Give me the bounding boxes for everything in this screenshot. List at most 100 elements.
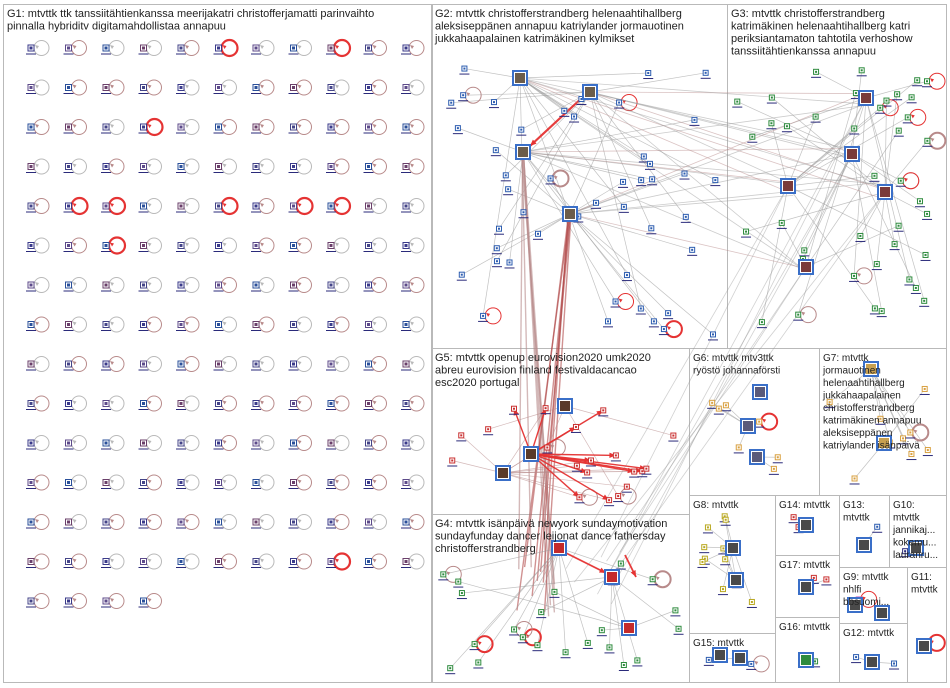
node-fill xyxy=(217,204,220,208)
group-label-line: G15: mtvttk xyxy=(693,638,745,649)
self-loop-arrow xyxy=(147,361,152,365)
graph-edge xyxy=(569,195,794,215)
self-loop-edge xyxy=(408,158,425,175)
self-loop-edge xyxy=(371,514,387,530)
self-loop-edge xyxy=(296,40,312,56)
self-loop-arrow xyxy=(35,519,39,523)
self-loop-edge xyxy=(33,198,50,214)
graph-edge xyxy=(521,151,532,568)
self-loop-edge xyxy=(71,277,87,293)
graph-edge xyxy=(519,72,649,79)
self-loop-edge xyxy=(333,356,350,372)
self-loop-edge xyxy=(408,435,425,451)
node-fill xyxy=(67,520,70,524)
node-fill xyxy=(367,244,370,247)
node-fill xyxy=(513,628,516,631)
node-fill xyxy=(404,165,408,168)
self-loop-edge xyxy=(108,40,125,56)
self-loop-edge xyxy=(146,277,162,293)
self-loop-arrow xyxy=(72,84,77,89)
node-fill xyxy=(770,96,773,99)
graph-edge xyxy=(853,97,867,276)
self-loop-arrow xyxy=(110,558,114,563)
node-fill xyxy=(904,550,907,553)
node-fill xyxy=(456,127,459,130)
self-loop-arrow xyxy=(110,598,114,602)
node-fill xyxy=(404,441,408,445)
group-label-line: G5: mtvttk openup eurovision2020 umk2020 xyxy=(435,352,651,364)
self-loop-arrow xyxy=(410,440,414,444)
self-loop-arrow xyxy=(260,282,264,286)
node-fill xyxy=(575,464,578,467)
self-loop-edge xyxy=(33,553,50,570)
node-fill xyxy=(893,662,896,665)
graph-edge xyxy=(541,576,613,613)
self-loop-edge xyxy=(71,158,87,175)
self-loop-edge xyxy=(183,79,200,96)
self-loop-edge xyxy=(71,553,87,570)
node-fill xyxy=(803,249,806,252)
node-fill xyxy=(217,46,220,50)
node-fill xyxy=(577,215,580,218)
self-loop-edge xyxy=(33,158,50,175)
node-fill xyxy=(711,333,714,336)
graph-edge xyxy=(870,368,929,451)
self-loop-arrow xyxy=(222,84,227,89)
self-loop-arrow xyxy=(222,124,227,128)
self-loop-arrow xyxy=(372,558,377,563)
node-fill xyxy=(873,307,876,310)
group-label-line: mtvttk xyxy=(893,513,921,524)
node-fill xyxy=(586,471,589,474)
self-loop-arrow xyxy=(372,84,377,89)
node-fill xyxy=(254,125,258,129)
hub-avatar xyxy=(847,149,857,159)
node-fill xyxy=(329,86,333,89)
hub-avatar xyxy=(867,657,877,667)
self-loop-arrow xyxy=(147,242,152,247)
node-fill xyxy=(896,93,899,96)
self-loop-arrow xyxy=(335,361,339,365)
node-fill xyxy=(67,362,70,366)
node-fill xyxy=(404,283,408,287)
node-fill xyxy=(292,283,295,287)
graph-edge xyxy=(574,191,886,583)
node-fill xyxy=(29,599,33,603)
hub-avatar xyxy=(728,543,738,553)
self-loop-edge xyxy=(333,158,350,175)
graph-edge xyxy=(611,576,679,630)
self-loop-arrow xyxy=(410,361,414,365)
self-loop-edge xyxy=(221,553,237,570)
node-fill xyxy=(704,71,707,74)
hub-avatar xyxy=(866,364,876,374)
node-fill xyxy=(142,244,145,247)
node-fill xyxy=(812,576,815,579)
node-fill xyxy=(875,263,878,266)
graph-edge xyxy=(522,547,560,638)
graph-edge xyxy=(488,405,566,430)
node-fill xyxy=(104,204,108,208)
self-loop-edge xyxy=(371,237,387,254)
self-loop-arrow xyxy=(297,242,302,247)
node-fill xyxy=(897,129,900,132)
graph-edge xyxy=(522,148,843,153)
self-loop-arrow xyxy=(35,321,39,326)
node-fill xyxy=(142,86,145,89)
node-fill xyxy=(926,80,929,83)
node-fill xyxy=(797,313,800,316)
node-fill xyxy=(564,651,567,654)
graph-edge xyxy=(519,77,645,157)
self-loop-edge xyxy=(71,514,87,530)
self-loop-arrow xyxy=(260,321,264,326)
group-label-line: G1: mtvttk ttk tanssiitähtienkanssa meer… xyxy=(7,8,374,20)
graph-edge xyxy=(502,472,580,498)
self-loop-arrow xyxy=(372,400,377,405)
node-fill xyxy=(677,627,680,630)
node-fill xyxy=(667,312,670,315)
node-fill xyxy=(641,470,644,473)
node-fill xyxy=(614,300,617,303)
group-label-line: christofferstrandberg xyxy=(435,543,536,555)
node-fill xyxy=(780,221,783,224)
self-loop-edge xyxy=(371,119,387,135)
node-fill xyxy=(923,299,926,302)
group-label-line: katrimäkinen helenaahtihallberg katri xyxy=(731,21,910,33)
